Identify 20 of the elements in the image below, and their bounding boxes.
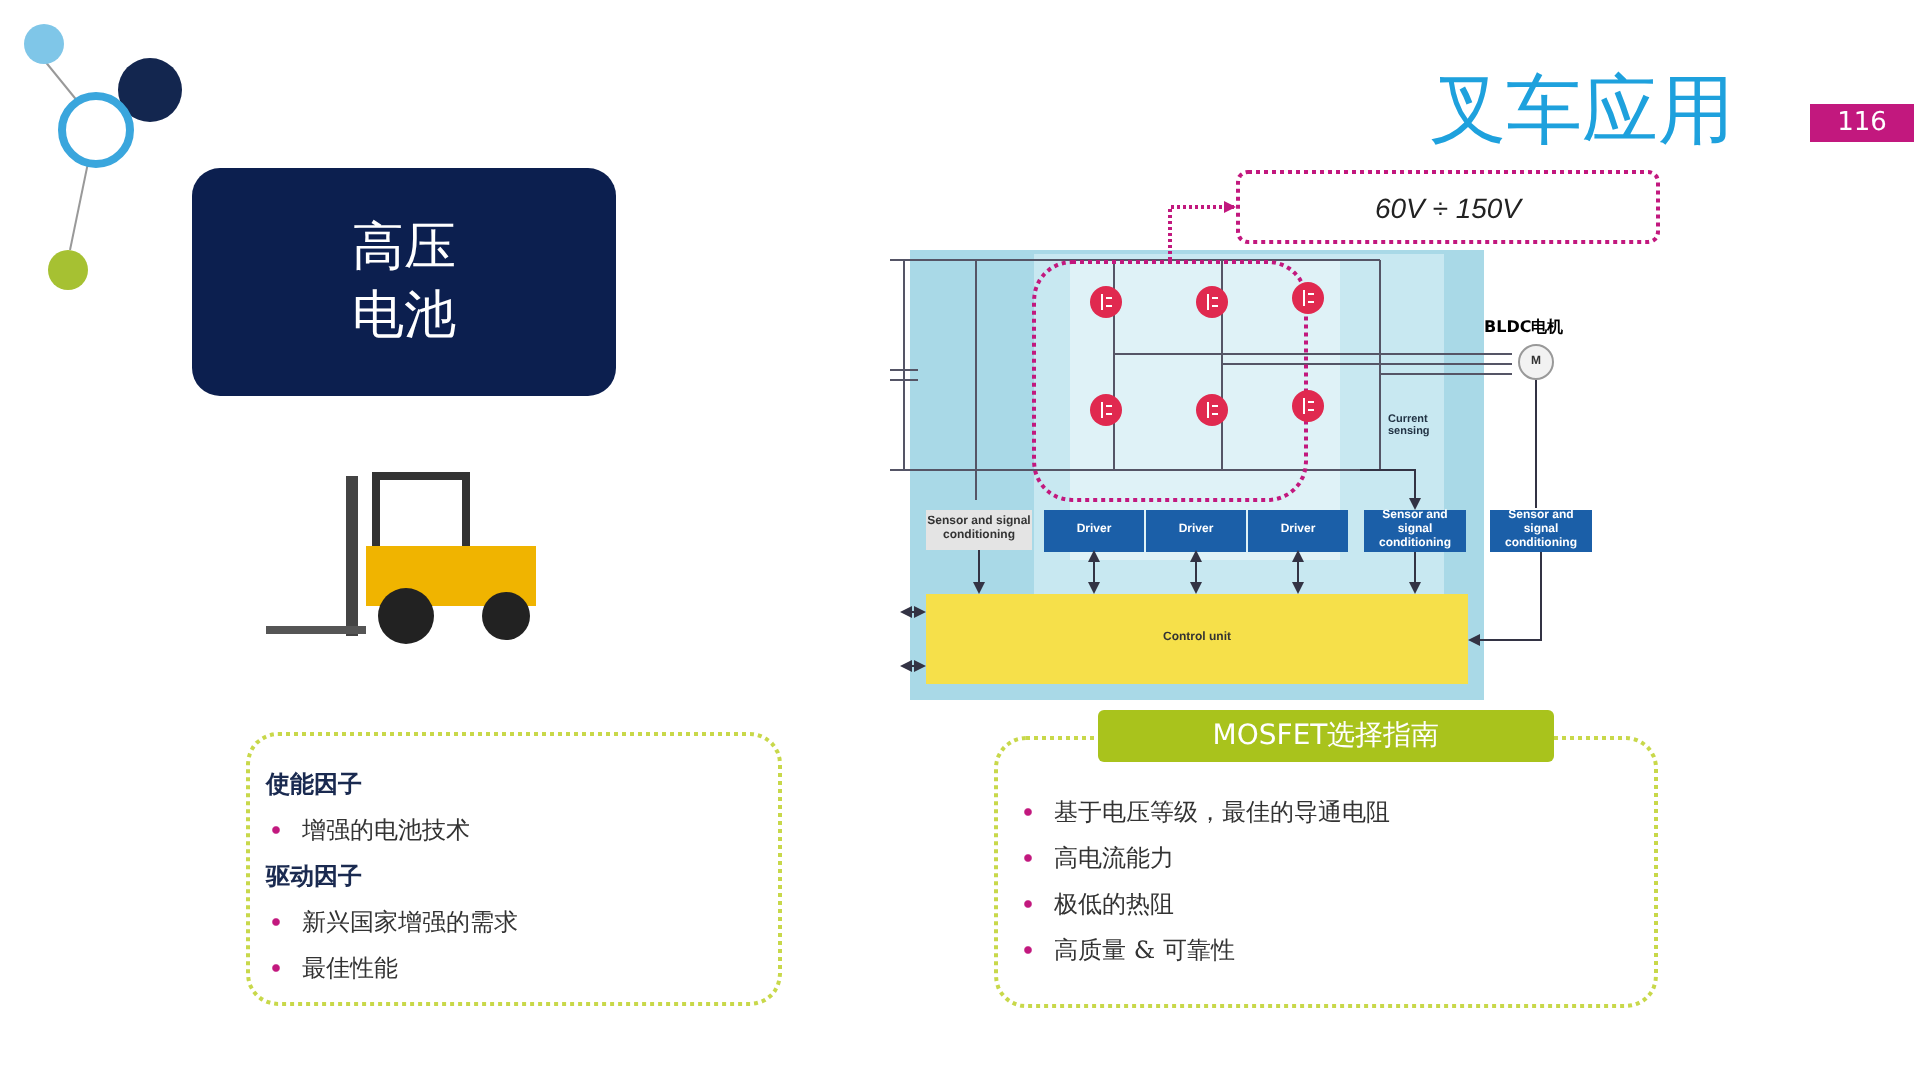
arrow	[1409, 551, 1421, 594]
arrow	[1359, 469, 1421, 510]
motor-label: BLDC电机	[1484, 316, 1564, 338]
connector-line	[1535, 379, 1537, 509]
page-number: 116	[1810, 104, 1914, 142]
arrow	[1292, 550, 1304, 594]
voltage-range-box: 60V ÷ 150V	[1236, 170, 1660, 244]
heading: 驱动因子	[266, 860, 364, 894]
guide-header-tab: MOSFET选择指南	[1098, 710, 1554, 762]
arrow	[973, 549, 985, 594]
arrow	[1468, 551, 1542, 646]
arrow	[1088, 550, 1100, 594]
slide-title: 叉车应用	[1430, 64, 1734, 158]
arrow	[1168, 201, 1236, 260]
arrow	[900, 660, 926, 672]
factors-panel	[246, 732, 782, 1006]
heading: 使能因子	[266, 768, 364, 802]
battery-box: 高压电池	[192, 168, 616, 396]
arrow	[900, 606, 926, 618]
arrow	[1190, 550, 1202, 594]
